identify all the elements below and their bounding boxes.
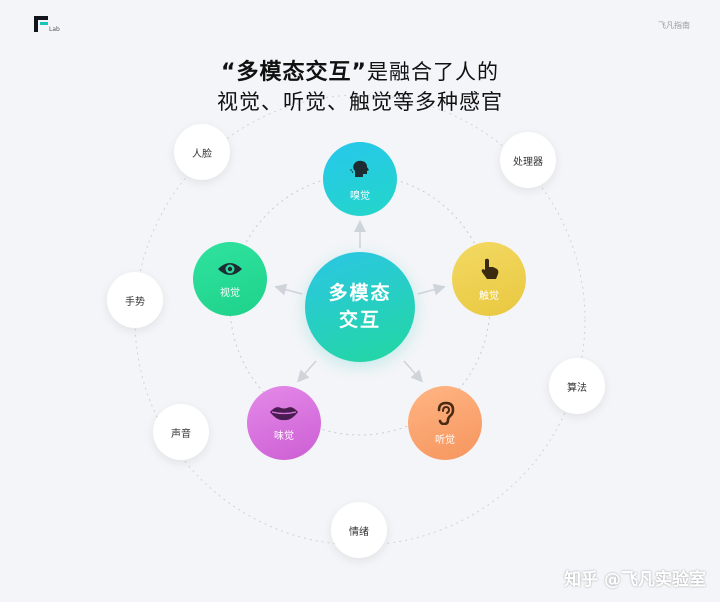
sense-label-sight: 视觉 xyxy=(220,287,240,299)
center-line2: 交互 xyxy=(338,309,381,331)
lips-icon xyxy=(269,405,299,425)
ear-icon xyxy=(435,401,455,429)
center-line1: 多模态 xyxy=(328,282,392,304)
top-right-label: 飞凡指南 xyxy=(658,21,690,30)
sense-node-sight: 视觉 xyxy=(193,242,267,316)
outer-node-voice: 声音 xyxy=(153,404,209,460)
center-node: 多模态 交互 xyxy=(305,252,415,362)
sense-label-taste: 味觉 xyxy=(274,430,294,442)
hand-pointer-icon xyxy=(478,257,500,285)
arrow-to-taste xyxy=(297,360,317,383)
watermark: 知乎 @飞凡实验室 xyxy=(564,570,706,590)
arrow-to-sight xyxy=(274,283,303,296)
outer-node-processor: 处理器 xyxy=(500,132,556,188)
logo-sub: Lab xyxy=(49,26,60,33)
headline-line2: 视觉、听觉、触觉等多种感官 xyxy=(217,90,503,114)
logo: Lab xyxy=(34,16,64,36)
headline-quoted: “多模态交互” xyxy=(221,60,367,85)
head-icon xyxy=(348,157,372,185)
outer-node-gesture: 手势 xyxy=(107,272,163,328)
arrow-to-touch xyxy=(417,283,446,296)
sense-node-taste: 味觉 xyxy=(247,386,321,460)
eye-icon xyxy=(217,260,243,282)
sense-label-smell: 嗅觉 xyxy=(350,190,370,202)
outer-ring xyxy=(134,94,586,546)
sense-node-touch: 触觉 xyxy=(452,242,526,316)
headline-rest: 是融合了人的 xyxy=(366,60,499,84)
sense-label-touch: 触觉 xyxy=(479,290,499,302)
outer-node-emotion: 情绪 xyxy=(331,502,387,558)
sense-node-hearing: 听觉 xyxy=(408,386,482,460)
sense-label-hearing: 听觉 xyxy=(435,434,455,446)
outer-node-algorithm: 算法 xyxy=(549,358,605,414)
headline-line1: “多模态交互”是融合了人的 xyxy=(0,54,720,86)
outer-node-face: 人脸 xyxy=(174,124,230,180)
sense-node-smell: 嗅觉 xyxy=(323,142,397,216)
arrow-to-hearing xyxy=(403,360,423,383)
